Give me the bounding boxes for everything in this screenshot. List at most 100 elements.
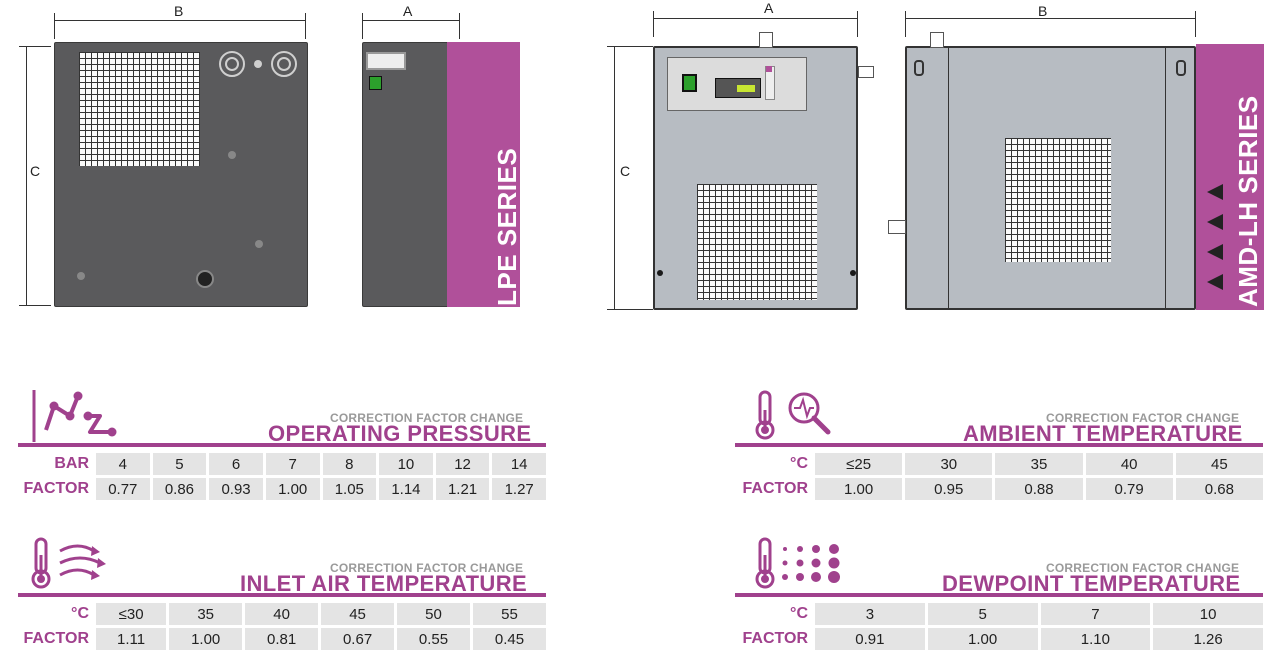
lpe-power-switch-icon (369, 76, 382, 90)
row-label-factor: FACTOR (23, 480, 89, 497)
table-cell: 40 (1085, 453, 1173, 475)
lpe-fitting (228, 151, 236, 159)
amd-display-indicator (737, 85, 755, 92)
amd-side-inlet-fitting (888, 220, 906, 234)
table-cell: 0.68 (1175, 478, 1263, 500)
table-cell: 0.55 (397, 628, 470, 650)
amd-bolt-2 (850, 270, 856, 276)
row-label-factor: FACTOR (742, 480, 808, 497)
table-cell: 40 (245, 603, 319, 625)
lpe-series-label: LPE SERIES (492, 147, 522, 306)
row-label-celsius: °C (790, 605, 808, 622)
amd-dim-c-label: C (620, 163, 631, 179)
row-label-bar: BAR (54, 455, 89, 472)
table-cell: 0.77 (96, 478, 150, 500)
dim-c-tick-bottom (19, 305, 51, 306)
amd-dim-b-tick-left (905, 11, 906, 37)
dim-a-line (362, 20, 460, 21)
lpe-display (366, 52, 406, 70)
table-row: BAR 4 5 6 7 8 10 12 14 (19, 453, 546, 475)
amd-series-label: AMD-LH SERIES (1233, 95, 1263, 307)
table-cell: 10 (379, 453, 433, 475)
ambient-temperature-title: AMBIENT TEMPERATURE (963, 421, 1243, 446)
amd-dewpoint-gauge-red (766, 66, 772, 72)
table-cell: 35 (169, 603, 243, 625)
table-cell: 0.86 (152, 478, 207, 500)
dim-b-tick-left (54, 13, 55, 39)
dewpoint-temperature-title: DEWPOINT TEMPERATURE (942, 571, 1241, 596)
table-row: °C ≤30 35 40 45 50 55 (19, 603, 546, 625)
dewpoint-temperature-subtitle: CORRECTION FACTOR CHANGE (1046, 561, 1240, 575)
dewpoint-temperature-table: °C 3 5 7 10 FACTOR 0.91 1.00 1.10 1.26 (733, 600, 1266, 653)
table-cell: 1.00 (169, 628, 243, 650)
amd-dim-a-tick-right (857, 11, 858, 37)
table-cell: 0.88 (995, 478, 1083, 500)
amd-dim-b-line (905, 18, 1196, 19)
amd-hang-slot-icon (914, 60, 924, 76)
amd-dim-b-label: B (1038, 3, 1048, 19)
row-label-factor: FACTOR (23, 630, 89, 647)
operating-pressure-rule (18, 443, 546, 447)
table-cell: 30 (905, 453, 993, 475)
amd-dim-c-line (614, 46, 615, 310)
table-cell: 7 (1040, 603, 1151, 625)
amd-dim-a-label: A (764, 0, 774, 16)
dim-a-tick-right (459, 13, 460, 39)
amd-power-switch-icon (682, 74, 697, 92)
table-cell: 1.05 (322, 478, 377, 500)
operating-pressure-table: BAR 4 5 6 7 8 10 12 14 FACTOR 0.77 0.86 … (16, 450, 549, 503)
table-cell: 1.00 (815, 478, 903, 500)
amd-dim-b-tick-right (1195, 11, 1196, 37)
table-cell: 45 (1175, 453, 1263, 475)
table-row: FACTOR 1.11 1.00 0.81 0.67 0.55 0.45 (19, 628, 546, 650)
table-cell: 0.95 (905, 478, 993, 500)
amd-top-fitting (759, 32, 773, 48)
dim-b-line (54, 20, 306, 21)
table-row: FACTOR 0.77 0.86 0.93 1.00 1.05 1.14 1.2… (19, 478, 546, 500)
inlet-air-temperature-table: °C ≤30 35 40 45 50 55 FACTOR 1.11 1.00 0… (16, 600, 549, 653)
table-cell: 0.45 (473, 628, 546, 650)
table-cell: 1.21 (435, 478, 490, 500)
lpe-fitting-3 (77, 272, 85, 280)
amd-side-grille (1005, 138, 1111, 262)
table-cell: 3 (815, 603, 925, 625)
thermometer-droplets-icon (755, 537, 840, 589)
ambient-temperature-table: °C ≤25 30 35 40 45 FACTOR 1.00 0.95 0.88… (733, 450, 1266, 503)
lpe-gauges (219, 51, 297, 77)
dewpoint-temperature-rule (735, 593, 1263, 597)
dim-b-label: B (174, 3, 184, 19)
amd-side-seam-2 (1165, 46, 1166, 310)
inlet-air-temperature-rule (18, 593, 546, 597)
table-row: FACTOR 1.00 0.95 0.88 0.79 0.68 (736, 478, 1263, 500)
lpe-drain-port (196, 270, 214, 288)
table-cell: 35 (995, 453, 1083, 475)
table-cell: 5 (927, 603, 1038, 625)
amd-side-seam (948, 46, 949, 310)
table-cell: 1.27 (492, 478, 546, 500)
row-label-factor: FACTOR (742, 630, 808, 647)
table-cell: 1.00 (927, 628, 1038, 650)
dim-c-line (26, 46, 27, 306)
dim-b-tick-right (305, 13, 306, 39)
thermometer-magnifier-icon (755, 390, 831, 440)
inlet-air-temperature-title: INLET AIR TEMPERATURE (240, 571, 528, 596)
table-row: °C 3 5 7 10 (736, 603, 1263, 625)
table-cell: 14 (492, 453, 546, 475)
row-label-celsius: °C (790, 455, 808, 472)
operating-pressure-title: OPERATING PRESSURE (268, 421, 532, 446)
table-row: FACTOR 0.91 1.00 1.10 1.26 (736, 628, 1263, 650)
row-label-celsius: °C (71, 605, 89, 622)
lpe-fitting-2 (255, 240, 263, 248)
table-cell: ≤30 (96, 603, 167, 625)
pressure-graph-icon (32, 390, 117, 442)
amd-series-band (1196, 44, 1264, 310)
amd-side-fitting (858, 66, 874, 78)
table-cell: 0.93 (209, 478, 263, 500)
amd-dim-c-tick-top (607, 46, 653, 47)
table-cell: 1.14 (379, 478, 433, 500)
table-cell: 12 (435, 453, 490, 475)
amd-bolt (657, 270, 663, 276)
inlet-air-temperature-subtitle: CORRECTION FACTOR CHANGE (330, 561, 524, 575)
table-cell: 0.67 (321, 628, 395, 650)
ambient-temperature-rule (735, 443, 1263, 447)
